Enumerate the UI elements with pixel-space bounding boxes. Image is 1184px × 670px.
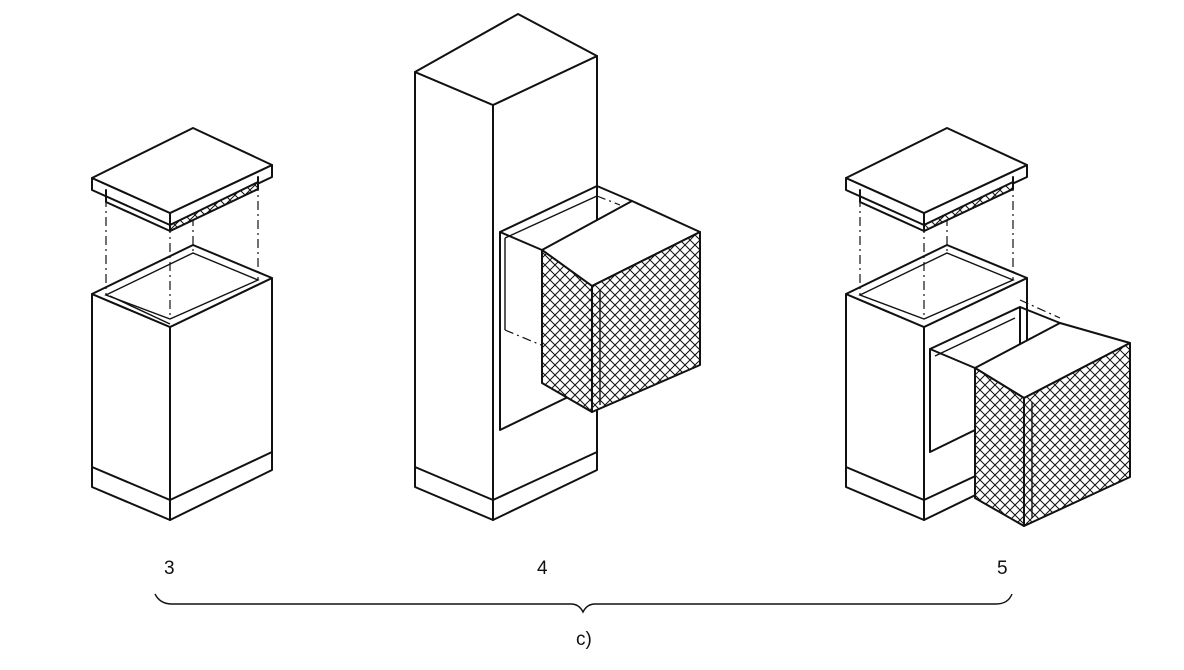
label-4: 4 [537,558,548,579]
unit-4-tall-column-with-filter [414,13,701,521]
label-5: 5 [997,558,1008,579]
unit-3-box-with-lid [91,127,273,521]
caption: c) [576,629,592,650]
unit-5-box-with-lid-and-filter [845,127,1131,527]
label-3: 3 [164,558,175,579]
grouping-brace [154,593,1013,614]
